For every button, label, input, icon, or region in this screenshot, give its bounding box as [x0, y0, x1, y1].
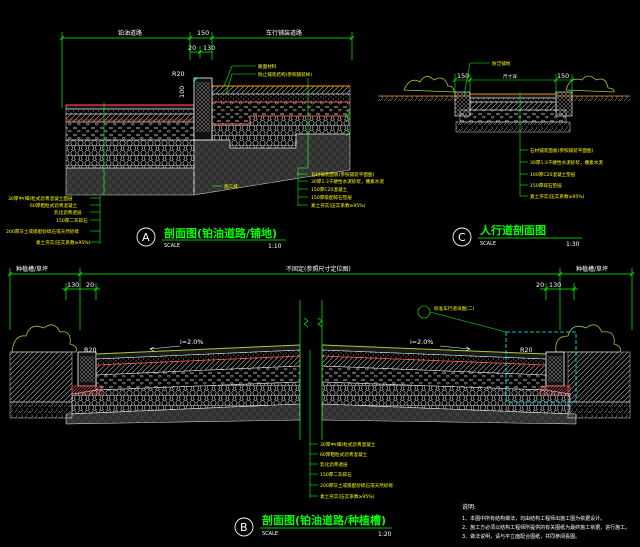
section-a-left-layer: 乳化沥青透层	[54, 209, 82, 216]
notes-line: 1、本图中所有结构做法，均由结构工程师出施工图为依据设计。	[462, 515, 605, 522]
section-b-layer: 200厚灰土或级配砂砾石或天然砂砾	[320, 482, 393, 489]
section-a-right-layer: 30厚1:3干硬性水泥砂浆，撒素水泥	[311, 178, 384, 185]
section-c-layer: 素土夯实(压实系数≥95%)	[530, 193, 585, 200]
section-a-construction-joint: 施工缝	[224, 183, 238, 190]
section-a-right-layer: 石材铺装面板(参照铺装平面图)	[311, 171, 375, 178]
section-b-scale: 1:20	[378, 531, 392, 538]
section-a-top-label-1: 路面材料	[258, 63, 277, 70]
notes-line: 2、施工方必须以结构工程师所提供的有关图纸为最终施工依据，进行施工。	[462, 524, 630, 531]
section-b-layer: 60厚粗粒式沥青混凝土	[320, 451, 368, 458]
section-a-leaders	[90, 65, 309, 244]
section-b-dim-left: 种植槽/草坪	[16, 265, 48, 273]
section-b-sub-left-20: 20	[86, 281, 94, 289]
section-b-radius-right: R20	[520, 346, 533, 354]
section-c-marker: C	[458, 231, 466, 244]
section-b-slope-right: i=2.0%	[410, 338, 433, 346]
section-b-sub-right-130: 130	[549, 281, 561, 289]
section-a-left-layer: 30厚中(细)粒式沥青混凝土面层	[8, 195, 73, 202]
section-c-marker-circle	[452, 227, 472, 247]
section-b-shrub-right	[555, 324, 621, 353]
section-c-title: 人行道剖面图	[480, 223, 546, 237]
section-b-scale-word: SCALE	[262, 531, 278, 537]
section-b-radius-left: R20	[84, 346, 97, 354]
section-a-marker: A	[142, 231, 150, 244]
section-b-shrub-left	[11, 324, 77, 353]
section-b-layer: 素土夯实(压实系数≥95%)	[320, 493, 375, 500]
notes-heading: 说明:	[462, 503, 476, 511]
section-a-left-layer: 200厚灰土或级配砂砾石或天然砂砾	[6, 228, 79, 235]
section-c-dim-left: 150	[457, 72, 469, 80]
section-b-drawing: 种植槽/草坪 不固定(参照尺寸定位图) 种植槽/草坪 130 20 20 130…	[7, 265, 635, 538]
section-a-dim-130: 130	[203, 44, 215, 52]
notes-line: 3、做法说明，请与平立面配合图纸，共同参阅看图。	[462, 533, 580, 540]
section-b-sub-right-20: 20	[536, 281, 544, 289]
section-c-layer: 100厚C20混凝土垫层	[530, 171, 576, 178]
section-a-right-layer: 150厚C20混凝土	[311, 186, 348, 193]
section-a-dim-20: 20	[188, 44, 196, 52]
section-a-dim-150: 150	[197, 29, 209, 37]
section-c-dim-right: 150	[557, 72, 569, 80]
section-b-callout: 标准车行道详图(二)	[434, 305, 475, 312]
section-b-sub-left-130: 130	[67, 281, 79, 289]
section-b-marker: B	[240, 521, 248, 534]
section-c-drawing: 防泛铺地 150 尺寸详 150 石材铺装面板(参照铺装平面图) 30厚1:3干…	[378, 60, 630, 248]
section-a-scale-word: SCALE	[164, 243, 180, 249]
section-b-dim-right: 种植槽/草坪	[576, 265, 608, 273]
section-c-scale: 1:30	[566, 241, 580, 248]
section-b-layer: 乳化沥青透层	[320, 461, 348, 468]
section-a-top-label-2: 防止铺装结构(参照铺装样)	[258, 71, 312, 78]
section-a-left-layer: 150厚二灰碎石	[56, 217, 88, 224]
section-c-shrub-left	[403, 76, 455, 93]
section-c-layer: 石材铺装面板(参照铺装平面图)	[530, 147, 594, 154]
section-b-slope-left: i=2.0%	[180, 338, 203, 346]
section-c-layer: 30厚1:3干硬性水泥砂浆，撒素水泥	[530, 159, 603, 166]
section-c-scale-word: SCALE	[480, 241, 496, 247]
section-c-shrub-right	[565, 75, 615, 93]
section-b-title: 剖面图(铂油道路/种植槽)	[262, 513, 386, 527]
section-a-left-layer: 60厚粗粒式沥青混凝土	[30, 202, 78, 209]
section-b-detail-box	[505, 331, 577, 403]
section-a-scale: 1:10	[268, 243, 282, 250]
section-b-layer: 30厚中(细)粒式沥青混凝土	[320, 441, 376, 448]
section-b-layer: 150厚二灰碎石	[320, 471, 352, 478]
section-a-title: 剖面图(铂油道路/铺地)	[164, 226, 277, 240]
section-a-right-layer: 素土夯实(压实系数≥95%)	[311, 202, 366, 209]
section-c-top-label: 防泛铺地	[492, 60, 511, 67]
section-a-left-layer: 素土夯实(压实系数≥95%)	[36, 239, 91, 246]
section-a-right-layer: 150厚级配碎石垫层	[311, 194, 352, 201]
section-c-layer: 150厚碎石垫层	[530, 182, 562, 189]
section-a-marker-circle	[136, 227, 156, 247]
section-b-marker-circle	[234, 517, 254, 537]
section-a-drawing: 铂油道路 150 车行铺装道路 20 130 R20 100	[6, 29, 384, 250]
section-b-dim-mid: 不固定(参照尺寸定位图)	[286, 265, 351, 273]
section-a-dimensions	[59, 32, 355, 108]
section-a-dim-left: 铂油道路	[118, 29, 142, 37]
section-a-height-label: 100	[178, 86, 186, 98]
section-a-dim-right: 车行铺装道路	[266, 29, 302, 37]
notes-block: 说明: 1、本图中所有结构做法，均由结构工程师出施工图为依据设计。 2、施工方必…	[462, 503, 630, 540]
section-c-dim-mid: 尺寸详	[503, 73, 517, 80]
section-a-radius-label: R20	[172, 70, 185, 78]
